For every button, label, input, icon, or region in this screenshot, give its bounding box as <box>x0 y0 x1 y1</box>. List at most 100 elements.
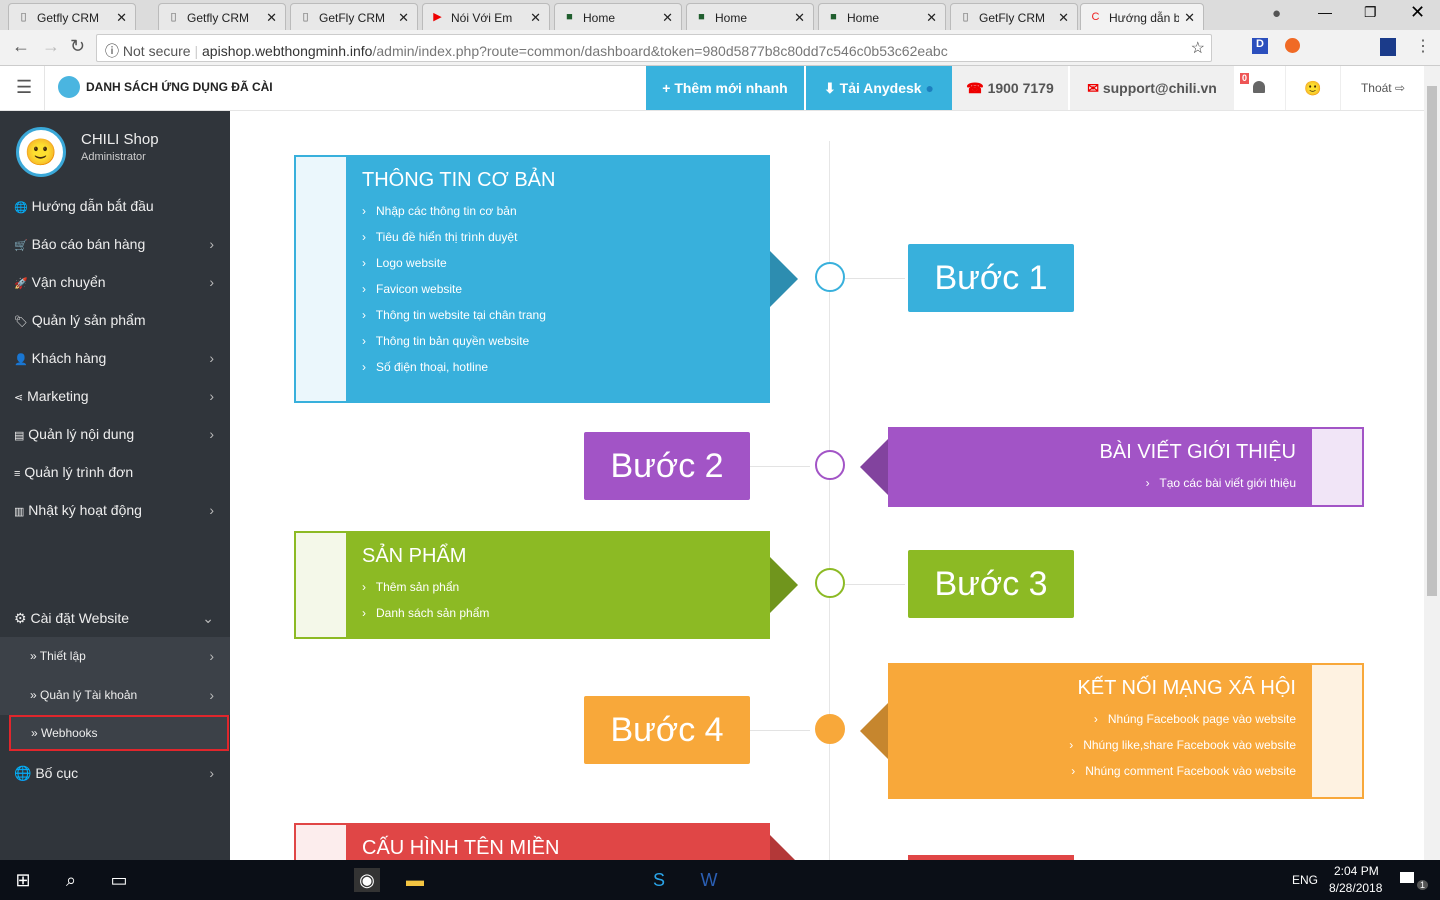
sidebar-item[interactable]: ⋖ Marketing› <box>0 377 230 415</box>
restore-button[interactable]: ❐ <box>1364 4 1377 20</box>
forward-icon[interactable]: → <box>42 36 60 56</box>
browser-tab[interactable]: ■Home✕ <box>686 3 814 30</box>
step-link[interactable]: › Tiêu đề hiển thị trình duyệt <box>362 230 518 244</box>
step-link[interactable]: › Tạo các bài viết giới thiệu <box>1145 476 1296 490</box>
sidebar-item[interactable]: 🌐 Hướng dẫn bắt đầu <box>0 187 230 225</box>
globe-icon: 🌐 <box>14 202 28 214</box>
skype-icon[interactable]: S <box>652 870 665 890</box>
anydesk-button[interactable]: ⬇ Tải Anydesk ● <box>806 66 952 110</box>
browser-tab[interactable]: ■Home✕ <box>818 3 946 30</box>
step-card[interactable]: CẤU HÌNH TÊN MIỀN <box>294 823 798 860</box>
windows-start-icon[interactable]: ⊞ <box>15 870 31 890</box>
step-link[interactable]: › Logo website <box>362 256 447 270</box>
url-input[interactable]: ⓘ Not secure | apishop.webthongminh.info… <box>96 34 1212 62</box>
clock-time[interactable]: 2:04 PM <box>1334 864 1379 878</box>
close-tab-icon[interactable]: ✕ <box>662 10 673 25</box>
sidebar-item-layout[interactable]: 🌐 Bố cục› <box>14 765 214 781</box>
tab-title: Getfly CRM <box>37 11 100 25</box>
step-link[interactable]: › Danh sách sản phẩm <box>362 606 490 620</box>
browser-tab[interactable]: ▯GetFly CRM P✕ <box>950 3 1078 30</box>
avatar[interactable]: 🙂 <box>1285 66 1341 110</box>
chrome-menu-icon[interactable]: ⋮ <box>1415 38 1431 55</box>
close-tab-icon[interactable]: ✕ <box>1058 10 1069 25</box>
close-tab-icon[interactable]: ✕ <box>116 10 127 25</box>
bookmark-star-icon[interactable]: ☆ <box>1190 40 1205 57</box>
clock-date[interactable]: 8/28/2018 <box>1329 881 1383 895</box>
step-link[interactable]: › Favicon website <box>362 282 463 296</box>
logout-button[interactable]: Thoát ⇨ <box>1342 66 1424 110</box>
timeline-node <box>815 714 845 744</box>
sidebar-item-website-settings[interactable]: ⚙ Cài đặt Website⌄ <box>14 610 214 626</box>
extension-j-icon[interactable] <box>1380 38 1396 56</box>
step-link[interactable]: › Số điện thoại, hotline <box>362 360 489 374</box>
language-indicator[interactable]: ENG <box>1292 873 1319 887</box>
phone-link[interactable]: ☎ 1900 7179 <box>952 66 1068 110</box>
step-link[interactable]: › Nhúng like,share Facebook vào website <box>1069 738 1296 752</box>
step-illustration-icon <box>296 157 346 401</box>
close-tab-icon[interactable]: ✕ <box>266 10 277 25</box>
sidebar-item[interactable]: 👤 Khách hàng› <box>0 339 230 377</box>
file-explorer-icon[interactable]: ▬ <box>406 870 424 890</box>
sidebar-subitem-setup[interactable]: » Thiết lập› <box>0 637 230 676</box>
sidebar-item[interactable]: 🚀 Vận chuyển› <box>0 263 230 301</box>
profile-icon[interactable]: ● <box>1272 5 1282 22</box>
step-link[interactable]: › Nhúng comment Facebook vào website <box>1071 764 1296 778</box>
sidebar-subitem-webhooks[interactable]: » Webhooks <box>9 715 229 751</box>
sidebar-toggle-icon[interactable]: ☰ <box>16 77 33 97</box>
shop-avatar: 🙂 <box>16 127 66 177</box>
close-tab-icon[interactable]: ✕ <box>398 10 409 25</box>
reload-icon[interactable]: ↻ <box>70 36 86 56</box>
step-link[interactable]: › Nhập các thông tin cơ bản <box>362 204 517 218</box>
browser-tab[interactable]: ■Home✕ <box>554 3 682 30</box>
tab-title: Hướng dẫn bắ <box>1109 11 1179 25</box>
sidebar-item-label: Marketing <box>27 388 89 404</box>
sidebar-item[interactable]: ▥ Nhật ký hoạt động› <box>0 491 230 529</box>
scrollbar[interactable] <box>1424 66 1440 860</box>
browser-tab[interactable]: ▶Nói Với Em✕ <box>422 3 550 30</box>
task-view-icon[interactable]: ▭ <box>110 870 128 890</box>
step-card[interactable]: BÀI VIẾT GIỚI THIỆU› Tạo các bài viết gi… <box>860 427 1364 507</box>
chevron-right-icon: › <box>209 350 214 366</box>
close-tab-icon[interactable]: ✕ <box>1184 10 1195 25</box>
step-link-label: Danh sách sản phẩm <box>376 606 490 620</box>
minimize-button[interactable]: — <box>1318 4 1332 20</box>
close-window-button[interactable]: ✕ <box>1410 2 1426 22</box>
step-badge: Bước 2 <box>584 432 750 500</box>
sidebar-item[interactable]: 🏷 Quản lý sản phẩm <box>0 301 230 339</box>
close-tab-icon[interactable]: ✕ <box>794 10 805 25</box>
scrollbar-thumb[interactable] <box>1427 86 1437 596</box>
sidebar-item[interactable]: 🛒 Báo cáo bán hàng› <box>0 225 230 263</box>
chrome-icon[interactable]: ◉ <box>354 868 380 892</box>
step-card[interactable]: THÔNG TIN CƠ BẢN› Nhập các thông tin cơ … <box>294 155 798 403</box>
step-badge-partial <box>908 855 1074 860</box>
sidebar-item[interactable]: ▤ Quản lý nội dung› <box>0 415 230 453</box>
step-link[interactable]: › Thêm sản phẩn <box>362 580 460 594</box>
browser-tab[interactable]: ▯GetFly CRM P✕ <box>290 3 418 30</box>
email-link[interactable]: ✉ support@chili.vn <box>1070 66 1234 110</box>
timeline-node <box>815 568 845 598</box>
step-link-label: Tạo các bài viết giới thiệu <box>1159 476 1296 490</box>
step-card[interactable]: KẾT NỐI MẠNG XÃ HỘI› Nhúng Facebook page… <box>860 663 1364 799</box>
close-tab-icon[interactable]: ✕ <box>926 10 937 25</box>
step-link[interactable]: › Thông tin website tại chân trang <box>362 308 546 322</box>
step-link[interactable]: › Nhúng Facebook page vào website <box>1093 712 1296 726</box>
step-link[interactable]: › Thông tin bản quyền website <box>362 334 530 348</box>
sidebar-subitem-accounts[interactable]: » Quản lý Tài khoản› <box>0 676 230 715</box>
word-icon[interactable]: W <box>700 870 718 890</box>
back-icon[interactable]: ← <box>12 36 30 56</box>
browser-tab[interactable]: ▯Getfly CRM✕ <box>8 3 136 30</box>
browser-tab[interactable]: ▯Getfly CRM✕ <box>158 3 286 30</box>
action-center-icon[interactable] <box>1400 872 1414 883</box>
search-icon[interactable]: ⌕ <box>65 870 77 890</box>
quick-add-button[interactable]: + Thêm mới nhanh <box>646 66 804 110</box>
sidebar-item-label: Quản lý Tài khoản <box>40 688 138 702</box>
extension-orange-icon[interactable] <box>1285 38 1300 53</box>
sidebar-item[interactable]: ≡ Quản lý trình đơn <box>0 453 230 491</box>
step-card[interactable]: SẢN PHẨM› Thêm sản phẩn› Danh sách sản p… <box>294 531 798 639</box>
action-center-badge: 1 <box>1417 880 1429 890</box>
chevron-right-icon: › <box>209 236 214 252</box>
close-tab-icon[interactable]: ✕ <box>530 10 541 25</box>
extension-d-icon[interactable]: D <box>1252 38 1268 54</box>
notification-button[interactable]: 0 <box>1234 66 1284 110</box>
